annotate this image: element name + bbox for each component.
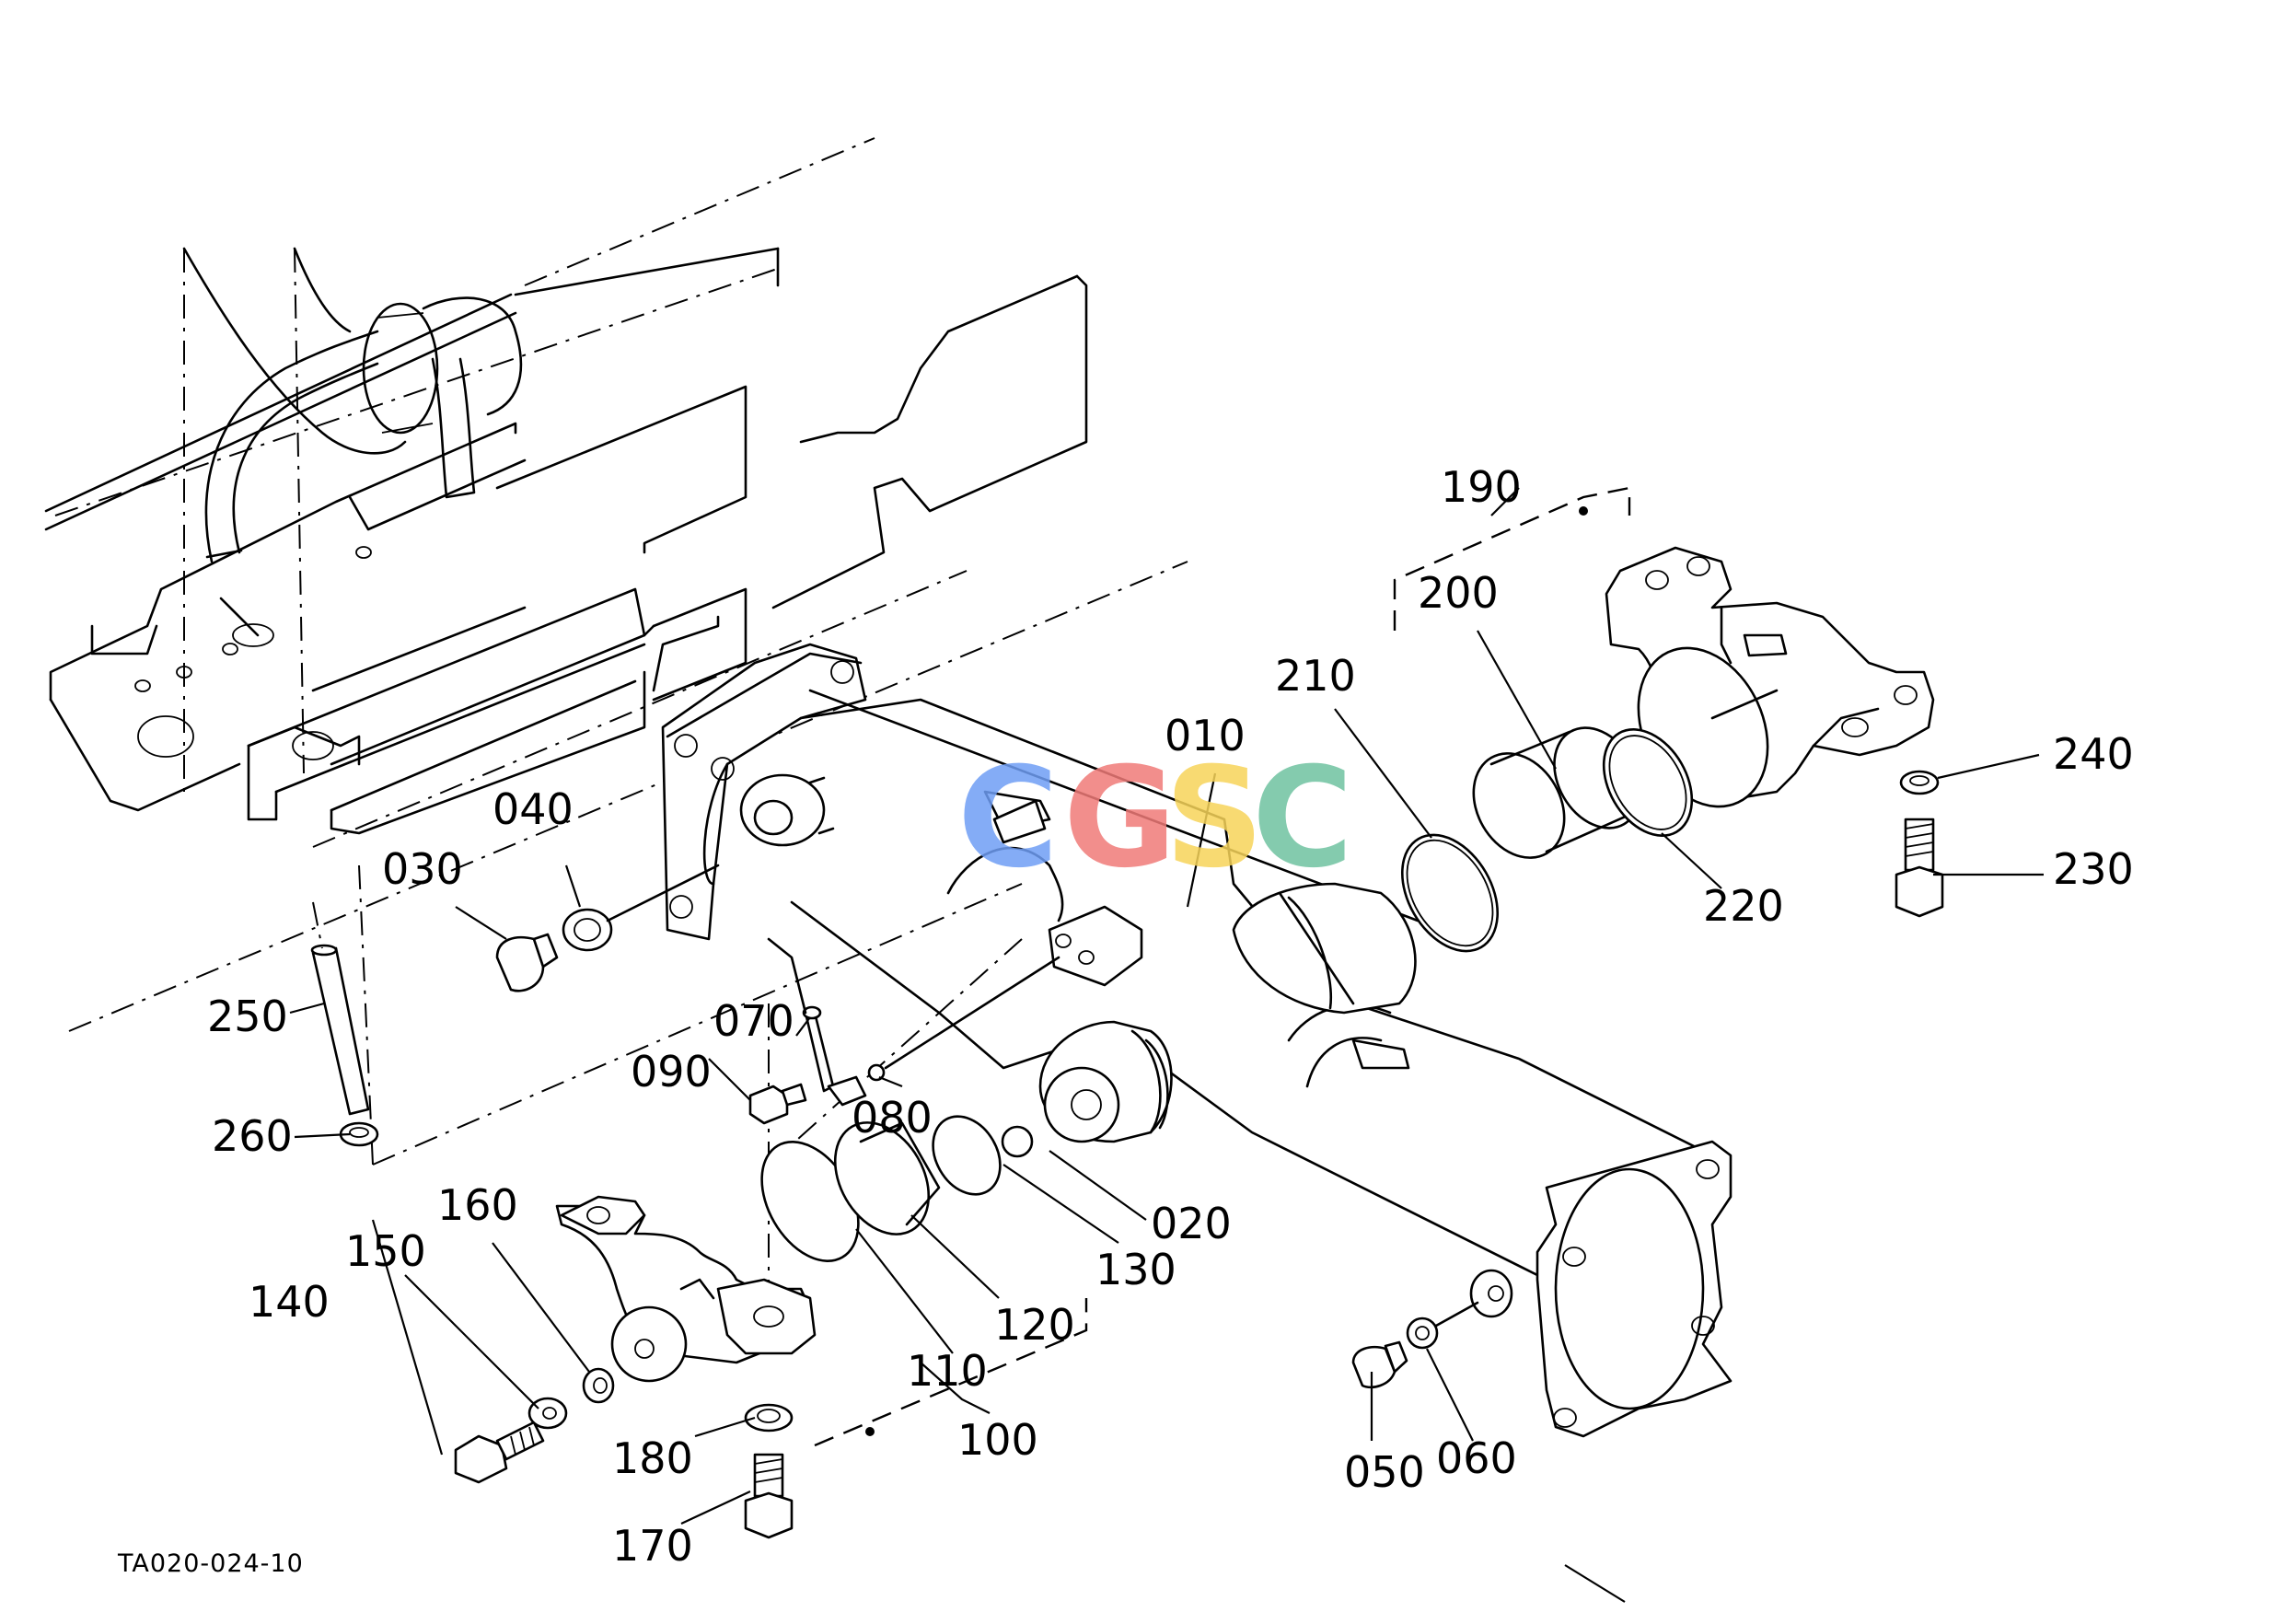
callout-080: 080 bbox=[852, 1093, 933, 1143]
callout-labels: 010 020 030 040 050 060 070 080 090 100 … bbox=[207, 462, 2134, 1571]
frame-rails bbox=[44, 247, 1088, 835]
ring-220 bbox=[1602, 728, 1694, 837]
callout-010: 010 bbox=[1165, 711, 1246, 760]
drawing-code: TA020-024-10 bbox=[117, 1549, 304, 1578]
plug-050-group bbox=[1351, 1301, 1479, 1389]
callout-090: 090 bbox=[631, 1047, 712, 1096]
watermark-letter-2: G bbox=[1063, 738, 1176, 899]
pin-250-group bbox=[310, 901, 379, 1147]
plug-030-group bbox=[495, 864, 720, 992]
callout-230: 230 bbox=[2053, 844, 2134, 894]
callout-240: 240 bbox=[2053, 729, 2134, 779]
callout-100: 100 bbox=[957, 1415, 1038, 1465]
watermark-letter-3: S bbox=[1165, 738, 1264, 899]
callout-140: 140 bbox=[249, 1277, 330, 1327]
callout-200: 200 bbox=[1418, 568, 1499, 618]
callout-260: 260 bbox=[212, 1111, 293, 1161]
bolt-230-group bbox=[1895, 770, 1944, 918]
plug-090-group bbox=[748, 937, 1060, 1125]
bolt-140-group bbox=[454, 1367, 615, 1484]
leader-lines bbox=[289, 487, 2044, 1603]
callout-190: 190 bbox=[1441, 462, 1522, 512]
callout-170: 170 bbox=[612, 1521, 693, 1571]
bolt-170-group bbox=[744, 1403, 794, 1539]
callout-180: 180 bbox=[612, 1433, 693, 1483]
knuckle-100 bbox=[555, 1115, 1034, 1383]
callout-150: 150 bbox=[345, 1226, 426, 1276]
watermark-letter-1: C bbox=[957, 738, 1059, 899]
watermark-letter-4: C bbox=[1252, 738, 1353, 899]
dot-100 bbox=[865, 1427, 875, 1436]
callout-120: 120 bbox=[994, 1300, 1075, 1350]
callout-210: 210 bbox=[1275, 651, 1356, 701]
callout-250: 250 bbox=[207, 992, 288, 1041]
axis-line-upper bbox=[1710, 689, 1779, 720]
callout-050: 050 bbox=[1344, 1447, 1425, 1497]
callout-060: 060 bbox=[1436, 1433, 1517, 1483]
callout-160: 160 bbox=[437, 1180, 518, 1230]
hose-assembly bbox=[182, 247, 523, 563]
callout-110: 110 bbox=[907, 1346, 988, 1396]
callout-220: 220 bbox=[1703, 881, 1784, 931]
dot-190 bbox=[1579, 506, 1588, 516]
axle-housing-010 bbox=[661, 643, 1733, 1438]
callout-030: 030 bbox=[382, 844, 463, 894]
oring-210 bbox=[1400, 833, 1500, 953]
watermark: C G S C bbox=[957, 738, 1353, 899]
callout-020: 020 bbox=[1151, 1199, 1232, 1248]
callout-070: 070 bbox=[713, 996, 794, 1046]
callout-040: 040 bbox=[493, 784, 574, 834]
callout-130: 130 bbox=[1095, 1245, 1176, 1294]
assembly-brackets bbox=[814, 486, 1631, 1447]
